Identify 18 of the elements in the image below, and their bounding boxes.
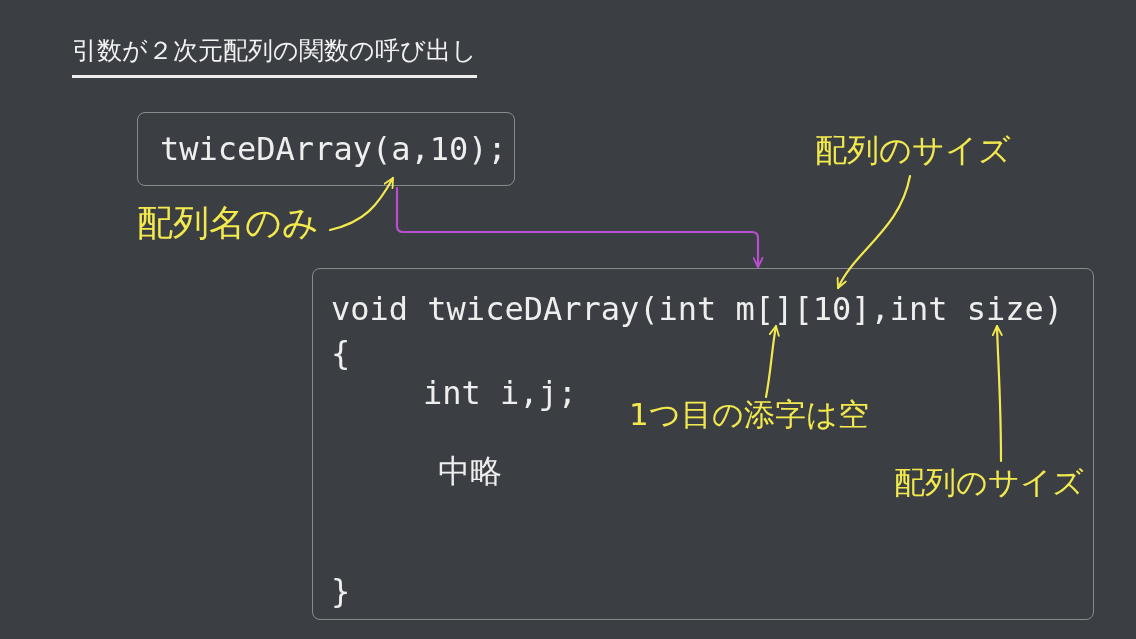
code-line: { [331,337,351,369]
arrow [328,176,395,232]
code-box [312,268,1094,620]
arrow [395,186,764,269]
arrow [764,324,780,399]
code-box [137,112,515,186]
slide-title: 引数が２次元配列の関数の呼び出し [72,34,477,78]
code-line: void twiceDArray(int m[][10],int size) [331,293,1064,325]
arrow [836,174,912,290]
arrow [991,324,1003,463]
annotation-text: 配列名のみ [137,205,319,241]
code-line: } [331,575,351,607]
omission-text: 中略 [438,455,502,487]
annotation-text: 配列のサイズ [894,467,1084,498]
annotation-text: 1つ目の添字は空 [629,399,869,430]
annotation-text: 配列のサイズ [815,134,1011,166]
code-line: int i,j; [423,377,578,409]
code-line: twiceDArray(a,10); [160,133,507,165]
